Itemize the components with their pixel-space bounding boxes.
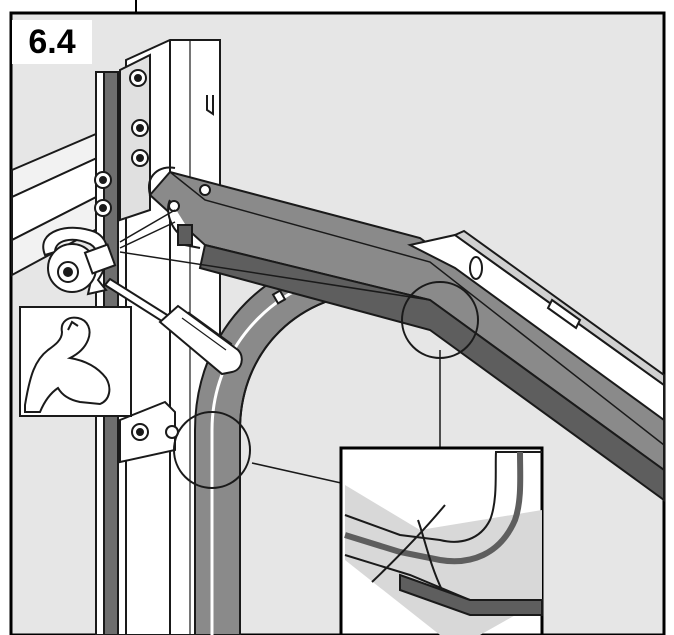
cross-mark-icon bbox=[371, 504, 446, 591]
spirit-level-icon bbox=[407, 229, 665, 422]
detail-inset bbox=[339, 446, 544, 635]
flexed-arm-icon bbox=[19, 306, 132, 417]
screwdriver-icon bbox=[103, 277, 243, 376]
step-number: 6.4 bbox=[12, 20, 92, 64]
rotation-arrow-icon bbox=[42, 226, 117, 296]
magnifier-circles bbox=[173, 281, 479, 489]
pointer-lines bbox=[119, 209, 441, 486]
